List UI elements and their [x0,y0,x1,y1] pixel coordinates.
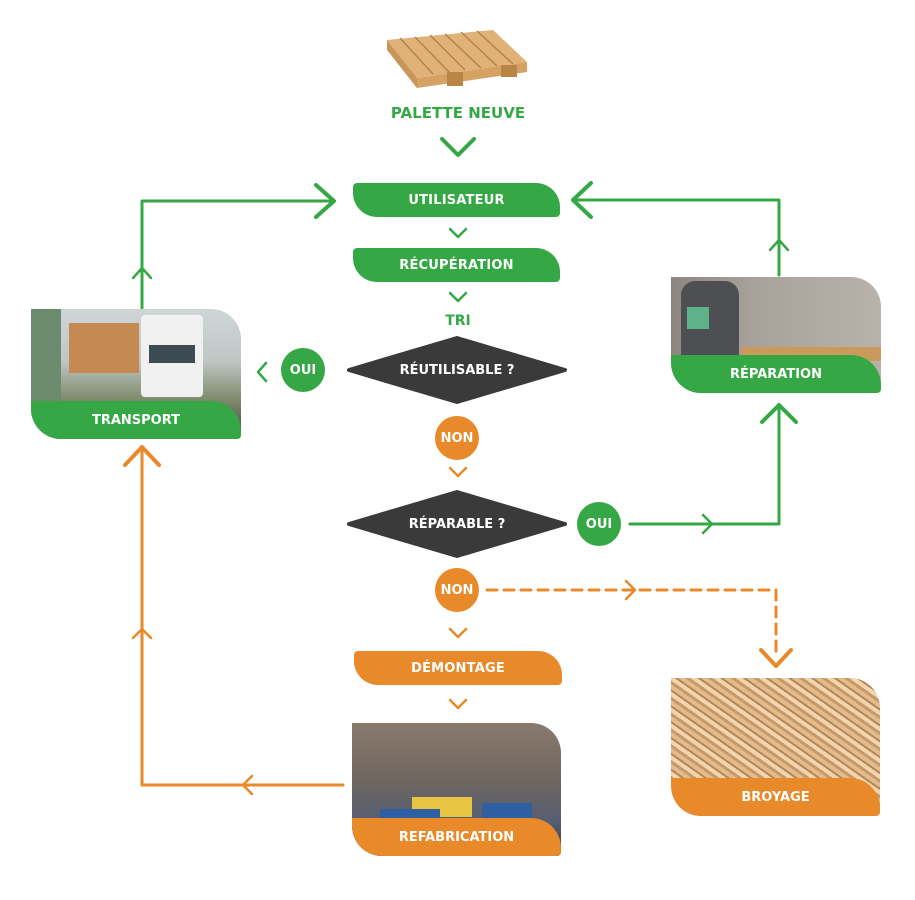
chevron-down-icon [440,137,476,157]
reparable-decision: RÉPARABLE ? [345,490,569,558]
transport-card: TRANSPORT [31,309,241,439]
utilisateur-step: UTILISATEUR [353,183,560,217]
chevron-down-icon [448,627,468,639]
transport-label: TRANSPORT [31,401,241,439]
reutilisable-decision: RÉUTILISABLE ? [345,336,569,404]
reparable-text: RÉPARABLE ? [408,516,506,532]
arrow-left-icon [241,774,254,796]
non-badge: NON [435,568,479,612]
arrow-right-icon [314,183,336,219]
reutilisable-text: RÉUTILISABLE ? [399,362,515,378]
arrow-up-icon [123,445,161,467]
refabrication-to-transport-line [140,446,345,787]
chevron-down-icon [448,291,468,303]
arrow-right-icon [624,579,637,601]
arrow-left-icon [571,181,593,219]
broyage-label: BROYAGE [671,778,880,816]
reparation-card: RÉPARATION [671,277,881,393]
oui-badge: OUI [281,348,325,392]
reparable-to-reparation-line [628,404,781,526]
transport-to-utilisateur-line [140,199,334,310]
arrow-up-icon [768,238,790,252]
chevron-down-icon [448,227,468,239]
chevron-down-icon [448,698,468,710]
oui-badge: OUI [577,502,621,546]
broyage-card: BROYAGE [671,678,880,816]
arrow-up-icon [131,627,153,640]
palette-neuve-label: PALETTE NEUVE [390,104,526,122]
reparation-label: RÉPARATION [671,355,881,393]
tri-label: TRI [445,313,471,329]
non-badge: NON [435,416,479,460]
arrow-left-icon [256,361,268,383]
arrow-up-icon [760,403,798,424]
chevron-down-icon [448,466,468,478]
recuperation-step: RÉCUPÉRATION [353,248,560,282]
non-to-broyage-dashed-line [485,588,778,660]
arrow-down-icon [759,648,793,668]
arrow-up-icon [131,266,153,280]
refabrication-label: REFABRICATION [352,818,561,856]
pallet-image [383,28,529,90]
demontage-step: DÉMONTAGE [354,651,562,685]
arrow-right-icon [701,513,714,535]
reparation-to-utilisateur-line [573,198,781,277]
refabrication-card: REFABRICATION [352,723,561,856]
